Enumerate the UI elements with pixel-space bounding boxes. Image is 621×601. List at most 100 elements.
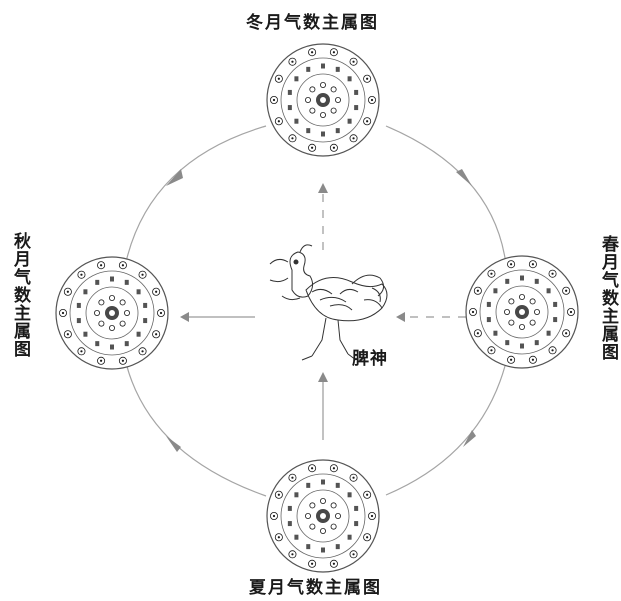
middle-ring-mark — [354, 505, 359, 511]
middle-ring-mark — [493, 330, 498, 336]
outer-ring-glyph — [349, 550, 358, 559]
outer-ring-glyph — [63, 330, 72, 339]
outer-ring-glyph-dot — [155, 290, 158, 293]
outer-ring-glyph — [59, 309, 68, 317]
middle-ring-mark — [143, 302, 148, 308]
outer-ring-glyph — [329, 143, 338, 152]
outer-ring-glyph — [270, 96, 279, 104]
outer-ring-glyph-dot — [565, 289, 568, 292]
outer-ring-glyph — [567, 308, 576, 316]
middle-ring-mark — [287, 105, 292, 111]
middle-ring-mark — [321, 547, 325, 553]
middle-ring-mark — [95, 341, 100, 347]
outer-ring-glyph-dot — [332, 467, 336, 470]
outer-ring-glyph-dot — [272, 98, 276, 102]
inner-ring-glyph — [98, 299, 105, 306]
outer-ring-glyph — [138, 270, 147, 279]
arrow-icon-left-right — [396, 312, 405, 322]
outer-ring-glyph-dot — [509, 358, 513, 361]
outer-ring-glyph-dot — [551, 272, 554, 275]
outer-ring-glyph-dot — [476, 289, 479, 292]
outer-ring-glyph-dot — [332, 51, 336, 54]
outer-ring-glyph — [274, 533, 283, 542]
outer-ring-glyph — [349, 134, 358, 143]
outer-ring-glyph — [308, 143, 317, 152]
middle-ring-mark — [520, 275, 524, 281]
inner-ring-glyph — [529, 319, 536, 326]
inner-ring-glyph — [503, 309, 510, 315]
outer-ring-glyph — [97, 356, 106, 365]
outer-ring-glyph-dot — [569, 310, 573, 314]
outer-ring-glyph-dot — [80, 350, 83, 353]
outer-ring-glyph — [507, 260, 516, 269]
outer-ring-glyph — [152, 287, 161, 296]
outer-ring-glyph-dot — [277, 77, 280, 80]
outer-ring-glyph-dot — [277, 493, 280, 496]
middle-ring-mark — [83, 289, 88, 295]
cycle-arcs — [125, 125, 506, 497]
inner-ring-glyph — [119, 299, 126, 306]
winter-chart-title: 冬月气数主属图 — [246, 13, 379, 33]
arc-spring-to-summer — [385, 365, 506, 496]
outer-ring-glyph — [63, 287, 72, 296]
inner-ring-glyph — [320, 81, 326, 88]
inner-ring-glyph — [123, 310, 130, 316]
middle-ring-mark — [553, 317, 558, 323]
outer-ring-glyph — [528, 355, 537, 364]
middle-ring-mark — [347, 534, 352, 540]
middle-ring-mark — [505, 340, 510, 346]
spleen-spirit-label: 脾神 — [352, 349, 388, 369]
inner-ring-glyph — [309, 86, 316, 93]
outer-ring-glyph — [368, 96, 377, 104]
outer-ring-glyph — [152, 330, 161, 339]
outer-ring-glyph-dot — [476, 332, 479, 335]
chart-center-dot — [109, 310, 115, 316]
inner-ring-glyph — [519, 293, 525, 300]
middle-ring-mark — [354, 89, 359, 95]
middle-ring-mark — [306, 66, 311, 72]
middle-ring-mark — [306, 128, 311, 134]
chart-inner-ring — [296, 73, 350, 127]
summer-chart — [266, 459, 380, 573]
outer-ring-glyph — [288, 134, 297, 143]
outer-ring-glyph-dot — [291, 476, 294, 479]
outer-ring-glyph — [349, 473, 358, 482]
arrow-icon-up-top — [318, 183, 328, 193]
chart-middle-ring — [280, 473, 366, 559]
outer-ring-glyph — [288, 473, 297, 482]
inner-ring-glyph — [309, 523, 316, 530]
outer-ring-glyph-dot — [490, 272, 493, 275]
inner-ring-glyph — [330, 107, 337, 114]
middle-ring-mark — [321, 63, 325, 69]
outer-ring-glyph-dot — [291, 137, 294, 140]
chart-middle-ring — [69, 270, 155, 356]
outer-ring-glyph — [308, 559, 317, 568]
arrow-icon-north — [166, 169, 183, 186]
middle-ring-mark — [76, 302, 81, 308]
chart-middle-ring — [479, 269, 565, 355]
outer-ring-glyph-dot — [121, 264, 125, 267]
middle-ring-mark — [335, 544, 340, 550]
outer-ring-glyph — [157, 309, 166, 317]
outer-ring-glyph-dot — [272, 514, 276, 518]
chart-inner-ring — [495, 285, 549, 339]
outer-ring-glyph — [363, 74, 372, 83]
inner-ring-glyph — [334, 97, 341, 103]
middle-ring-mark — [347, 76, 352, 82]
outer-ring-glyph — [528, 260, 537, 269]
outer-ring-glyph-dot — [291, 553, 294, 556]
outer-ring-glyph-dot — [277, 120, 280, 123]
outer-ring-glyph-dot — [80, 273, 83, 276]
outer-ring-glyph — [288, 57, 297, 66]
outer-ring-glyph — [308, 464, 317, 473]
inner-ring-glyph — [529, 298, 536, 305]
outer-ring-glyph — [507, 355, 516, 364]
middle-ring-mark — [83, 331, 88, 337]
outer-ring-glyph — [77, 347, 86, 356]
arc-summer-to-autumn — [125, 362, 267, 497]
arc-winter-to-spring — [385, 125, 506, 259]
middle-ring-mark — [486, 317, 491, 323]
middle-ring-mark — [76, 318, 81, 324]
inner-ring-glyph — [309, 502, 316, 509]
